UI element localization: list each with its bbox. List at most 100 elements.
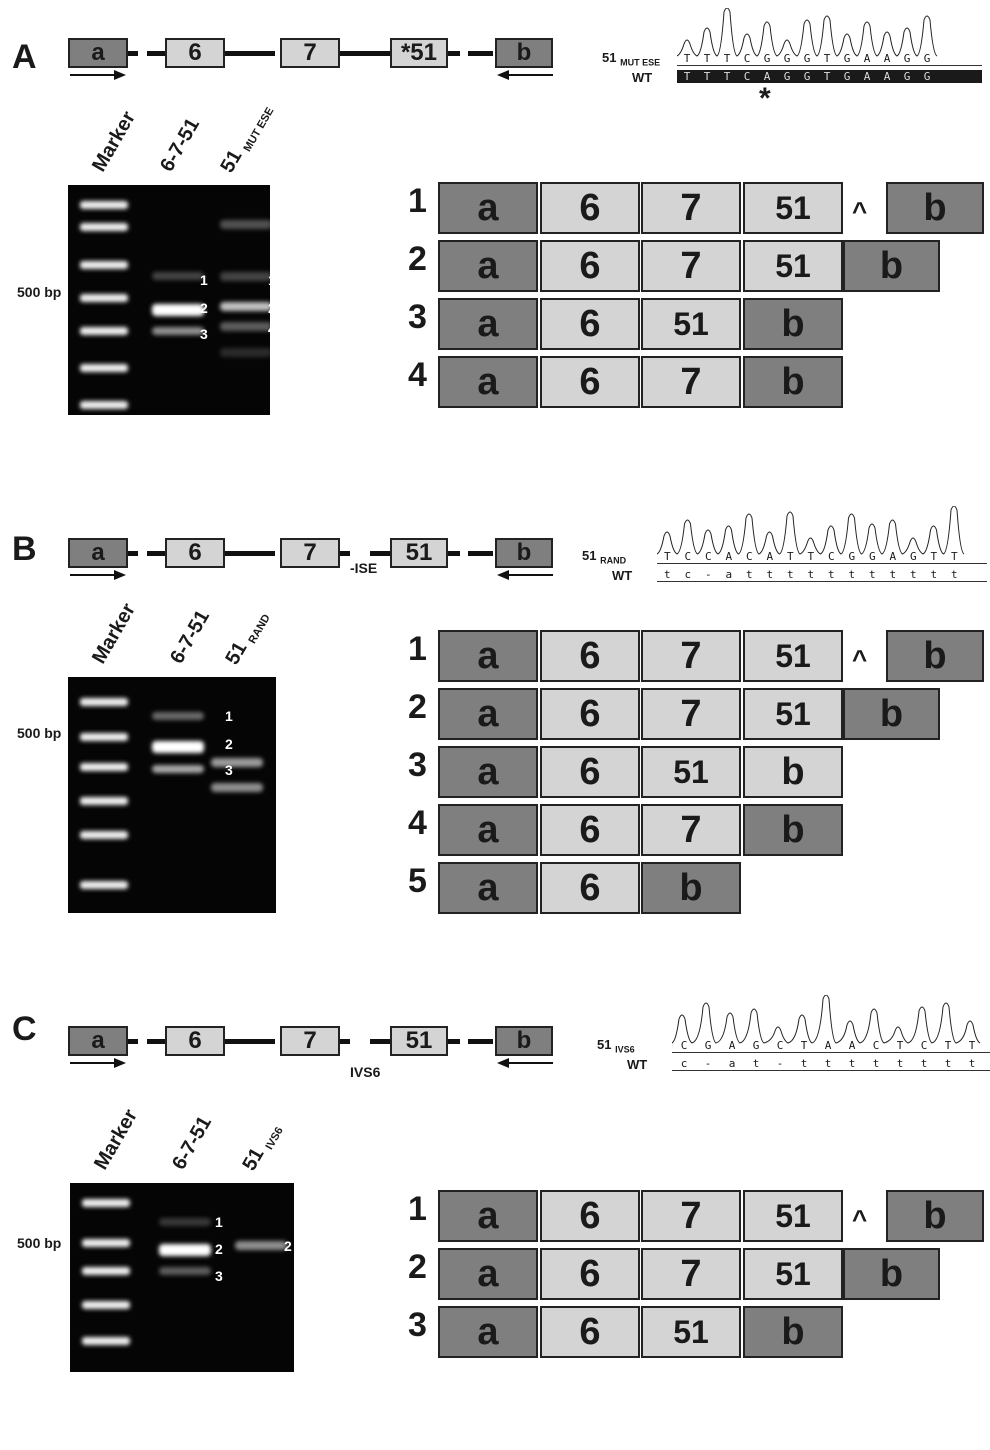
intron-line xyxy=(370,551,390,556)
sample-band xyxy=(235,1241,287,1250)
marker-band xyxy=(82,1267,130,1275)
marker-band xyxy=(80,831,128,839)
primer-arrows xyxy=(70,570,553,580)
band-number: 2 xyxy=(268,300,276,316)
panel-letter: B xyxy=(12,530,37,568)
base-letter: t xyxy=(752,1057,760,1070)
isoform-box-a: a xyxy=(438,240,538,292)
band-number: 5 xyxy=(330,780,338,796)
base-letter: t xyxy=(896,1057,904,1070)
base-letter: C xyxy=(920,1039,928,1052)
exon-b: b xyxy=(495,1026,553,1056)
intron-line xyxy=(225,51,275,56)
base-letter: G xyxy=(783,52,791,65)
sample-band xyxy=(211,758,263,767)
marker-band xyxy=(80,733,128,741)
isoform-number: 2 xyxy=(408,240,427,278)
isoform-box-a: a xyxy=(438,298,538,350)
isoform-box-a: a xyxy=(438,746,538,798)
seq-mutant-label: 51 IVS6 xyxy=(597,1037,635,1055)
band-number: 4 xyxy=(268,321,276,337)
intron-line xyxy=(448,1039,460,1044)
isoform-box-6: 6 xyxy=(540,356,640,408)
size-label-500bp: 500 bp xyxy=(17,725,62,741)
exon-a: a xyxy=(68,1026,128,1056)
band-number: 3 xyxy=(225,762,233,778)
seq-label-main: 51 xyxy=(597,1037,612,1052)
panel-letter: A xyxy=(12,38,37,76)
sample-band xyxy=(159,1244,211,1256)
base-letter: T xyxy=(944,1039,952,1052)
isoform-box-7: 7 xyxy=(641,240,741,292)
marker-band xyxy=(80,261,128,269)
isoform-box-51: 51 xyxy=(743,1190,843,1242)
intron-line xyxy=(340,551,350,556)
base-letter: A xyxy=(725,550,733,563)
lane-label-wildtype: 6-7-51 xyxy=(168,1112,217,1174)
isoform-box-6: 6 xyxy=(540,804,640,856)
intron-line xyxy=(128,551,138,556)
isoform-box-b: b xyxy=(743,298,843,350)
sample-band xyxy=(152,741,204,753)
intron-line xyxy=(147,1039,165,1044)
marker-band xyxy=(82,1301,130,1309)
isoform-box-a: a xyxy=(438,1306,538,1358)
marker-band xyxy=(82,1199,130,1207)
isoform-box-7: 7 xyxy=(641,804,741,856)
isoform-box-6: 6 xyxy=(540,746,640,798)
base-letter: a xyxy=(725,568,733,581)
base-letter: - xyxy=(704,568,712,581)
marker-band xyxy=(82,1239,130,1247)
isoform-box-7: 7 xyxy=(641,688,741,740)
isoform-box-51: 51 xyxy=(743,630,843,682)
marker-band xyxy=(80,763,128,771)
base-letter: t xyxy=(889,568,897,581)
primer-arrows xyxy=(70,70,553,80)
intron-line xyxy=(225,1039,275,1044)
isoform-box-6: 6 xyxy=(540,182,640,234)
base-letter: t xyxy=(786,568,794,581)
lane-label-main: 51 xyxy=(216,146,247,177)
base-letter: G xyxy=(848,550,856,563)
marker-band xyxy=(80,223,128,231)
base-letter: T xyxy=(683,70,691,83)
base-letter: t xyxy=(824,1057,832,1070)
exon-b: b xyxy=(495,538,553,568)
sample-band xyxy=(152,304,204,316)
marker-band xyxy=(80,797,128,805)
size-label-500bp: 500 bp xyxy=(17,284,62,300)
isoform-box-6: 6 xyxy=(540,240,640,292)
base-letter: A xyxy=(883,70,891,83)
intron-annotation: IVS6 xyxy=(350,1064,381,1080)
marker-band xyxy=(80,327,128,335)
base-letter: G xyxy=(704,1039,712,1052)
exon-6: 6 xyxy=(165,38,225,68)
exon-51: 51 xyxy=(390,1026,448,1056)
base-letter: T xyxy=(823,52,831,65)
base-letter: T xyxy=(723,70,731,83)
seq-wt-label: WT xyxy=(612,568,633,583)
chromatogram-trace xyxy=(657,506,965,555)
base-letter: G xyxy=(843,70,851,83)
sample-band xyxy=(152,327,204,335)
mutation-star: * xyxy=(759,82,771,115)
base-letter: T xyxy=(786,550,794,563)
isoform-box-b: b xyxy=(886,182,984,234)
base-letter: A xyxy=(728,1039,736,1052)
seq-label-sub: IVS6 xyxy=(615,1044,635,1055)
marker-band xyxy=(82,1337,130,1345)
base-letter: t xyxy=(807,568,815,581)
intron-line xyxy=(147,551,165,556)
exon-51: *51 xyxy=(390,38,448,68)
band-number: 2 xyxy=(200,300,208,316)
marker-band xyxy=(80,294,128,302)
